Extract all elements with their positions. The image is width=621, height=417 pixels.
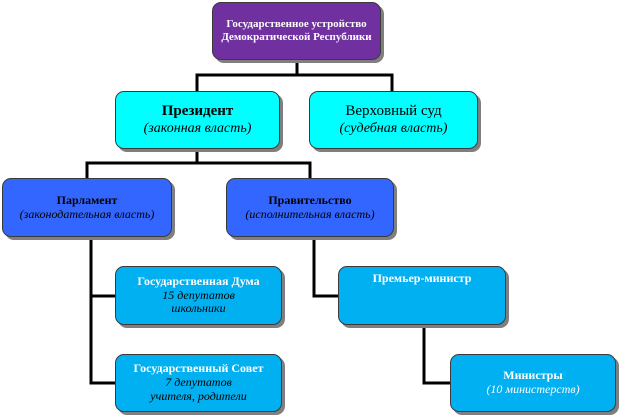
president-subtitle: (законная власть) xyxy=(143,120,252,136)
prime-minister-box: Премьер-министр xyxy=(338,266,506,325)
government-subtitle: (исполнительная власть) xyxy=(245,206,375,221)
prime-minister-title: Премьер-министр xyxy=(372,271,472,285)
parliament-subtitle: (законодательная власть) xyxy=(19,206,155,221)
duma-members: школьники xyxy=(171,301,226,316)
ministers-subtitle: (10 министерств) xyxy=(486,382,580,396)
government-box: Правительство (исполнительная власть) xyxy=(226,178,394,237)
supreme-court-box: Верховный суд (судебная власть) xyxy=(309,91,478,149)
parliament-title: Парламент xyxy=(56,192,118,207)
supreme-court-title: Верховный суд xyxy=(345,103,442,120)
state-title-line1: Государственное устройство xyxy=(226,18,367,31)
council-deputies: 7 депутатов xyxy=(165,375,232,390)
state-structure-box: Государственное устройство Демократическ… xyxy=(212,2,381,60)
duma-title: Государственная Дума xyxy=(137,273,260,288)
government-title: Правительство xyxy=(268,192,352,207)
parliament-box: Парламент (законодательная власть) xyxy=(2,178,172,237)
state-title-line2: Демократической Республики xyxy=(221,31,372,43)
president-title: Президент xyxy=(161,103,234,120)
ministers-title: Министры xyxy=(503,368,563,383)
council-members: учителя, родители xyxy=(150,388,247,403)
state-duma-box: Государственная Дума 15 депутатов школьн… xyxy=(115,266,282,325)
supreme-court-subtitle: (судебная власть) xyxy=(339,120,448,136)
state-council-box: Государственный Совет 7 депутатов учител… xyxy=(115,354,282,412)
ministers-box: Министры (10 министерств) xyxy=(450,354,616,412)
duma-deputies: 15 депутатов xyxy=(162,287,235,302)
council-title: Государственный Совет xyxy=(133,361,264,376)
president-box: Президент (законная власть) xyxy=(115,91,280,149)
